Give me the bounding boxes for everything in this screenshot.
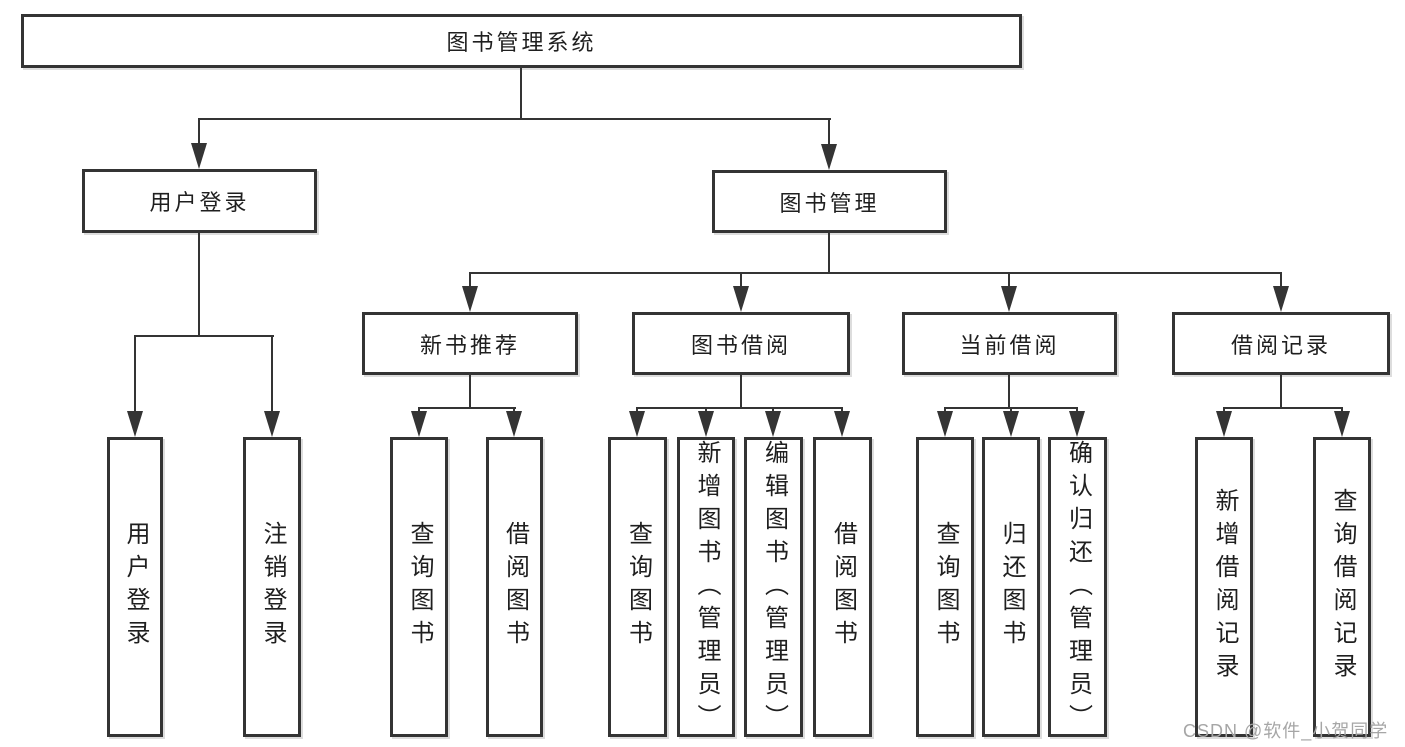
leaf-label: 借阅图书: [829, 521, 857, 653]
leaf-label: 新增借阅记录: [1211, 488, 1238, 686]
leaf-borrow-books-recommend: 借阅图书: [486, 437, 543, 737]
arrow-down-icon: [506, 411, 522, 437]
leaf-borrow-books: 借阅图书: [813, 437, 872, 737]
arrow-down-icon: [1003, 411, 1019, 437]
leaf-add-books-admin: 新增图书（管理员）: [677, 437, 735, 737]
arrow-down-icon: [937, 411, 953, 437]
leaf-label: 注销登录: [259, 521, 286, 653]
leaf-label: 确认归还（管理员）: [1064, 440, 1092, 737]
connector-line: [271, 335, 273, 413]
connector-line: [134, 335, 136, 413]
leaf-label: 编辑图书（管理员）: [760, 440, 788, 737]
connector-line: [520, 68, 522, 120]
connector-line: [740, 272, 742, 288]
connector-line: [1008, 272, 1010, 288]
leaf-confirm-return-admin: 确认归还（管理员）: [1048, 437, 1107, 737]
node-root-library-system: 图书管理系统: [21, 14, 1022, 68]
leaf-label: 新增图书（管理员）: [693, 440, 720, 737]
arrow-down-icon: [1334, 411, 1350, 437]
arrow-down-icon: [1273, 286, 1289, 312]
leaf-user-login: 用户登录: [107, 437, 163, 737]
arrow-down-icon: [191, 143, 207, 169]
arrow-down-icon: [821, 144, 837, 170]
connector-line: [469, 272, 1282, 274]
leaf-edit-books-admin: 编辑图书（管理员）: [744, 437, 803, 737]
leaf-label: 用户登录: [122, 521, 149, 653]
leaf-label: 查询图书: [932, 521, 959, 653]
leaf-query-borrow-record: 查询借阅记录: [1313, 437, 1371, 737]
leaf-add-borrow-record: 新增借阅记录: [1195, 437, 1253, 737]
leaf-query-books-current: 查询图书: [916, 437, 974, 737]
arrow-down-icon: [1069, 411, 1085, 437]
node-new-book-recommend: 新书推荐: [362, 312, 578, 375]
arrow-down-icon: [1001, 286, 1017, 312]
arrow-down-icon: [462, 286, 478, 312]
arrow-down-icon: [834, 411, 850, 437]
connector-line: [1280, 375, 1282, 407]
node-book-management: 图书管理: [712, 170, 947, 233]
connector-line: [198, 118, 831, 120]
connector-line: [636, 407, 843, 409]
connector-line: [1008, 375, 1010, 407]
connector-line: [1223, 407, 1343, 409]
leaf-label: 归还图书: [998, 521, 1025, 653]
arrow-down-icon: [411, 411, 427, 437]
node-book-borrow: 图书借阅: [632, 312, 850, 375]
connector-line: [1280, 272, 1282, 288]
connector-line: [418, 407, 516, 409]
connector-line: [198, 118, 200, 146]
connector-line: [740, 375, 742, 407]
arrow-down-icon: [127, 411, 143, 437]
arrow-down-icon: [264, 411, 280, 437]
leaf-logout: 注销登录: [243, 437, 301, 737]
connector-line: [469, 272, 471, 288]
leaf-label: 查询图书: [624, 521, 652, 653]
leaf-return-books: 归还图书: [982, 437, 1040, 737]
connector-line: [469, 375, 471, 407]
node-borrow-records: 借阅记录: [1172, 312, 1390, 375]
csdn-watermark: CSDN @软件_小贺同学: [1183, 721, 1389, 741]
leaf-query-books-recommend: 查询图书: [390, 437, 448, 737]
arrow-down-icon: [1216, 411, 1232, 437]
node-user-login: 用户登录: [82, 169, 317, 233]
connector-line: [198, 233, 200, 335]
leaf-query-books-borrow: 查询图书: [608, 437, 667, 737]
leaf-label: 借阅图书: [501, 521, 529, 653]
arrow-down-icon: [733, 286, 749, 312]
arrow-down-icon: [629, 411, 645, 437]
arrow-down-icon: [765, 411, 781, 437]
arrow-down-icon: [698, 411, 714, 437]
connector-line: [828, 118, 830, 146]
connector-line: [828, 233, 830, 274]
node-current-borrow: 当前借阅: [902, 312, 1117, 375]
leaf-label: 查询图书: [406, 521, 433, 653]
connector-line: [134, 335, 274, 337]
leaf-label: 查询借阅记录: [1329, 488, 1356, 686]
